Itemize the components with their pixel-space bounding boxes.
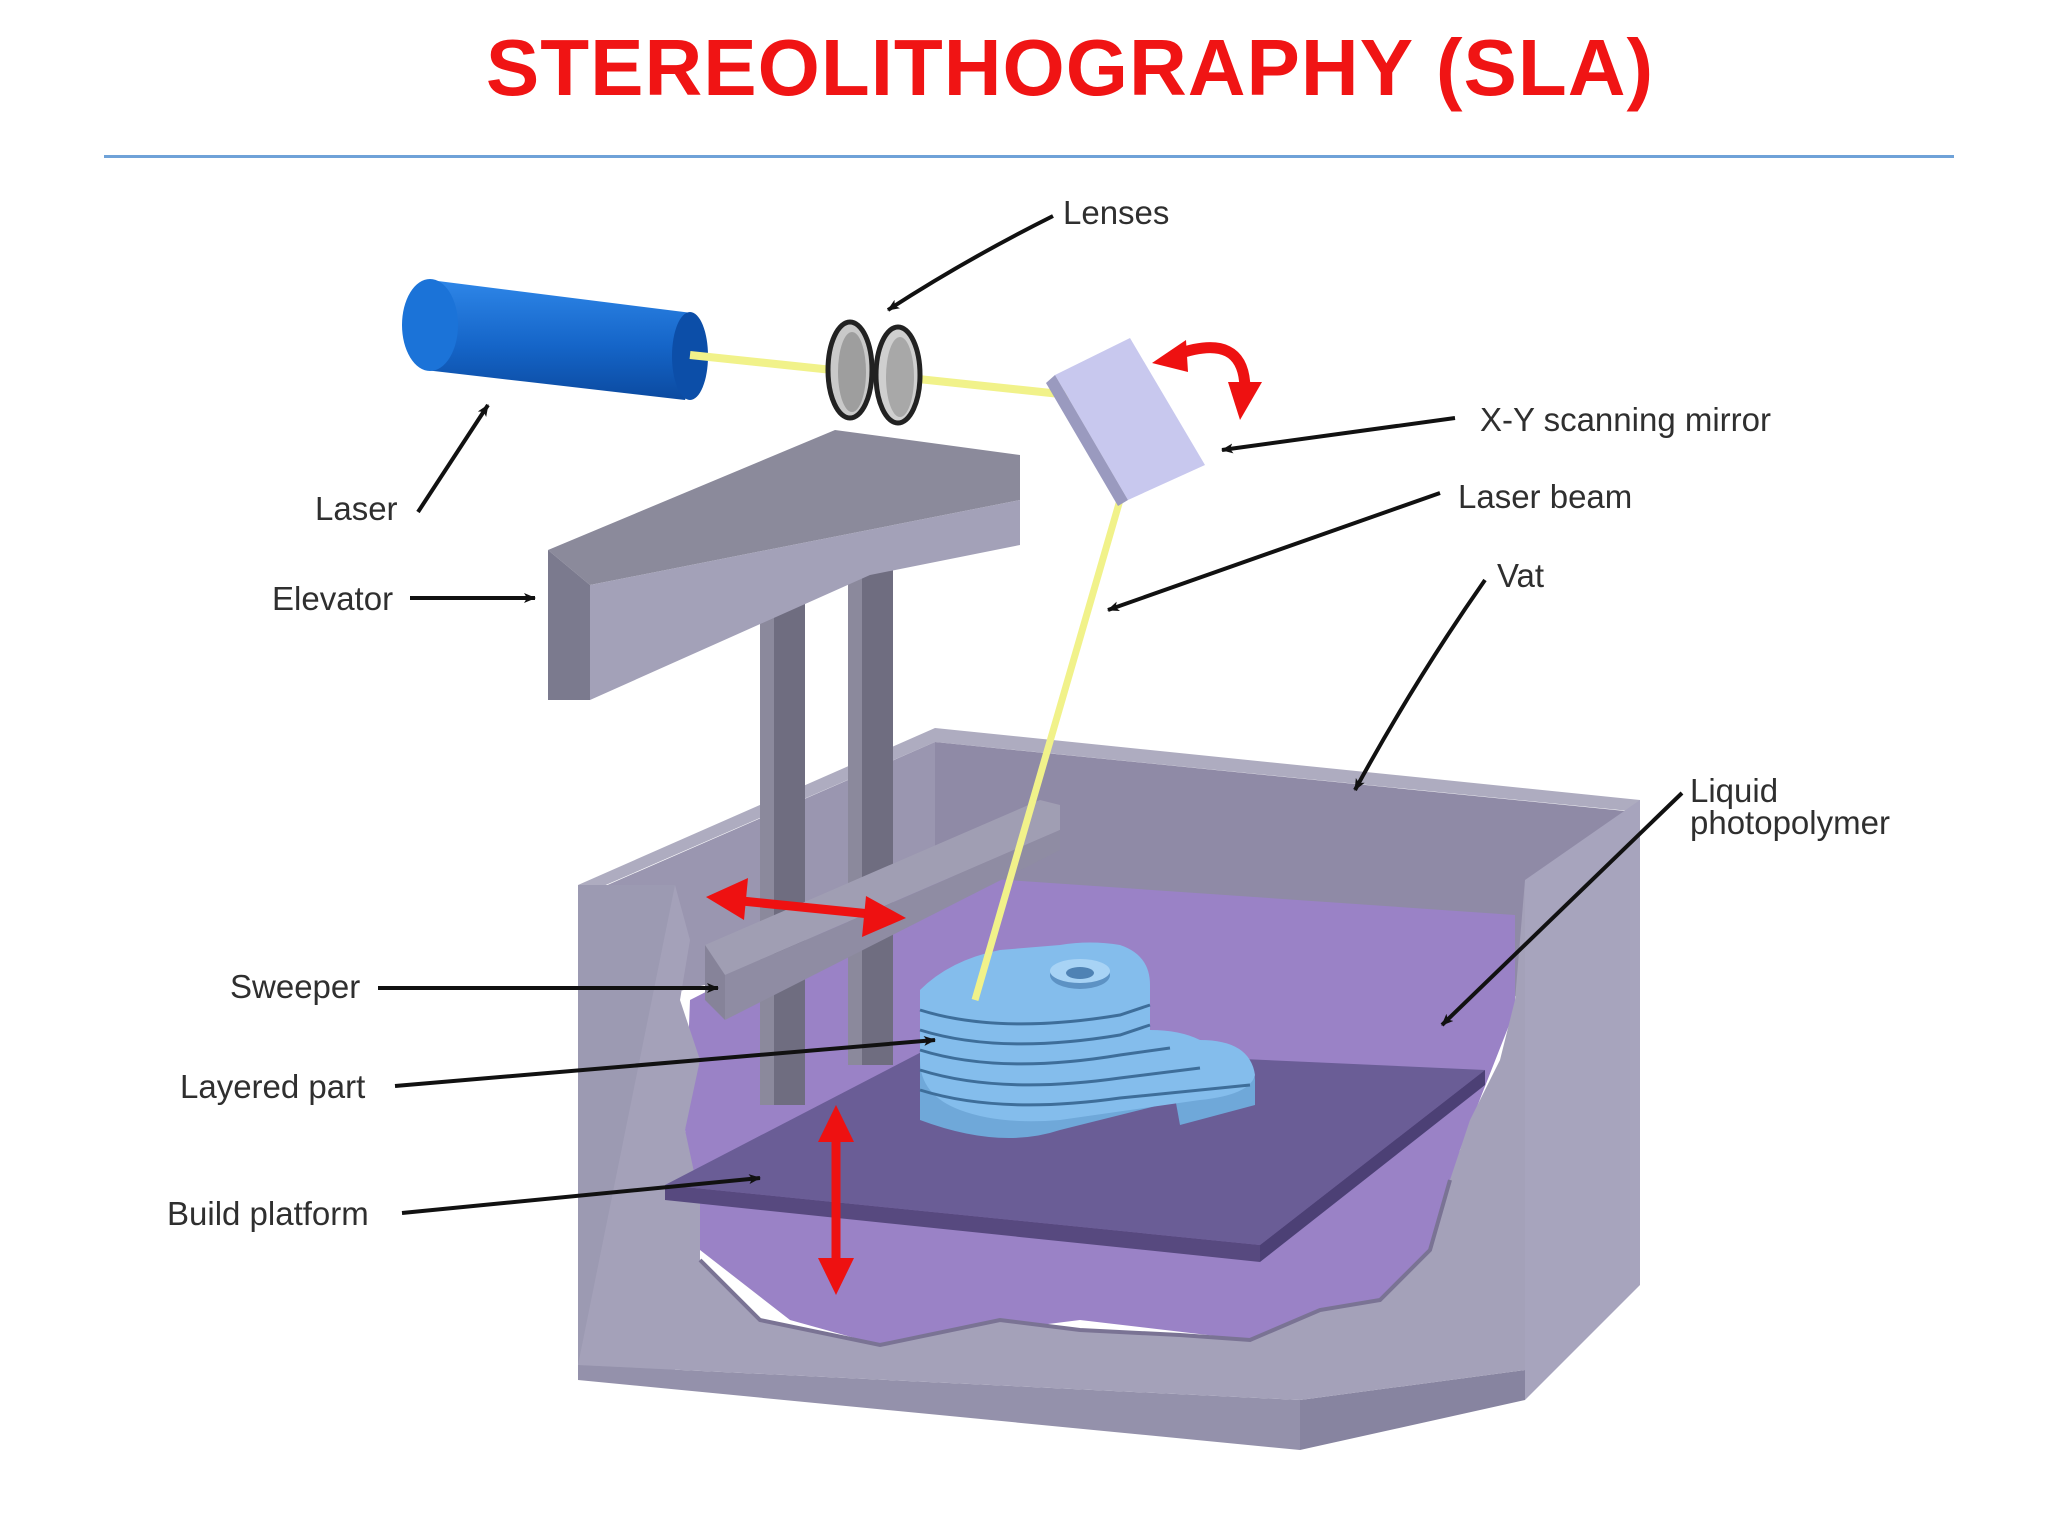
laser-label: Laser <box>315 490 398 527</box>
liquid-leader <box>1440 791 1684 1027</box>
vat-leader <box>1353 578 1487 791</box>
liquid-label-line2: photopolymer <box>1690 804 1890 841</box>
sweeper-label: Sweeper <box>230 968 360 1005</box>
lenses-label: Lenses <box>1063 194 1169 231</box>
xy-scanning-mirror <box>1046 338 1205 506</box>
laser-beam-label: Laser beam <box>1458 478 1632 515</box>
vat-label: Vat <box>1497 557 1544 594</box>
page-title: STEREOLITHOGRAPHY (SLA) <box>485 23 1655 112</box>
sweeper <box>705 800 1060 1020</box>
lenses-leader <box>886 214 1054 312</box>
mirror-rotation-arrow <box>1173 342 1251 391</box>
liquid-label-line1: Liquid <box>1690 772 1778 809</box>
laser-beam-leader <box>1107 491 1441 612</box>
build-platform-leader <box>401 1174 761 1215</box>
elevator <box>548 430 1020 1105</box>
build-platform-label: Build platform <box>167 1195 369 1232</box>
sweeper-motion-arrow <box>731 895 881 920</box>
title-divider <box>104 155 1954 158</box>
laser <box>402 279 708 400</box>
layered-part-label: Layered part <box>180 1068 365 1105</box>
lenses <box>825 319 923 426</box>
laser-leader <box>416 403 490 514</box>
motion-arrows <box>706 340 1262 1295</box>
layered-part-leader <box>394 1035 936 1088</box>
layered-part <box>919 942 1255 1138</box>
elevator-label: Elevator <box>272 580 393 617</box>
mirror-label: X-Y scanning mirror <box>1480 401 1771 438</box>
mirror-leader <box>1221 416 1456 454</box>
build-platform <box>665 1045 1485 1262</box>
